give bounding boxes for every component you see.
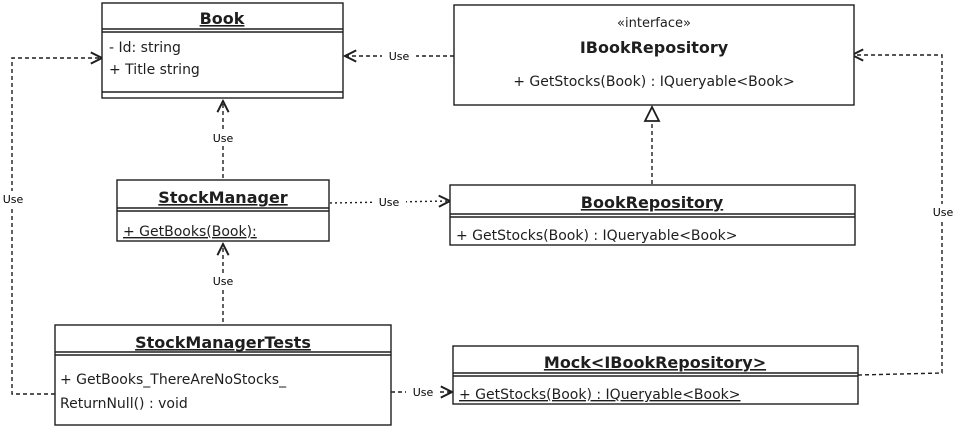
edge-label-tests-stockmanager: Use (213, 275, 234, 288)
method-tests-line-1: + GetBooks_ThereAreNoStocks_ (60, 372, 287, 388)
edge-label-bg (382, 48, 416, 64)
edge-label-bg (207, 130, 239, 146)
class-name-book: Book (200, 9, 245, 28)
class-name-stockmanager: StockManager (158, 188, 288, 207)
method-tests-line-2: ReturnNull() : void (60, 396, 188, 412)
edge-label-bg (372, 194, 406, 210)
class-ibookrepository[interactable]: «interface» IBookRepository + GetStocks(… (453, 4, 855, 106)
class-book[interactable]: Book - Id: string + Title string (101, 2, 344, 99)
edge-label-stockmanager-book: Use (213, 132, 234, 145)
class-name-stockmanagertests: StockManagerTests (135, 333, 311, 352)
edge-tests-uses-book (11, 58, 102, 395)
edge-label-bg (0, 191, 28, 207)
edge-label-mock-ibookrepo: Use (933, 206, 954, 219)
attribute-book-id: - Id: string (109, 40, 181, 56)
class-bookrepository[interactable]: BookRepository + GetStocks(Book) : IQuer… (449, 184, 856, 246)
edge-mock-uses-ibookrepository (852, 55, 943, 376)
attribute-book-title: + Title string (109, 62, 200, 78)
edge-label-ibookrepo-book: Use (389, 50, 410, 63)
stereotype-interface: «interface» (617, 16, 691, 31)
method-ibookrepository-getstocks: + GetStocks(Book) : IQueryable<Book> (513, 74, 795, 90)
class-name-mock: Mock<IBookRepository> (544, 353, 766, 372)
edge-label-tests-book: Use (3, 193, 24, 206)
method-mock-getstocks: + GetStocks(Book) : IQueryable<Book> (459, 387, 741, 403)
class-stockmanagertests[interactable]: StockManagerTests + GetBooks_ThereAreNoS… (54, 324, 392, 426)
class-mock-ibookrepository[interactable]: Mock<IBookRepository> + GetStocks(Book) … (452, 345, 859, 405)
edge-label-stockmanager-bookrepo: Use (379, 196, 400, 209)
edge-label-bg (207, 273, 239, 289)
edge-label-bg (406, 384, 440, 400)
class-stockmanager[interactable]: StockManager + GetBooks(Book): (116, 179, 330, 242)
class-name-bookrepository: BookRepository (581, 193, 724, 212)
edge-label-tests-mock: Use (413, 386, 434, 399)
edge-label-bg (928, 204, 958, 220)
method-stockmanager-getbooks: + GetBooks(Book): (123, 224, 257, 240)
class-name-ibookrepository: IBookRepository (580, 38, 729, 57)
method-bookrepository-getstocks: + GetStocks(Book) : IQueryable<Book> (456, 228, 738, 244)
